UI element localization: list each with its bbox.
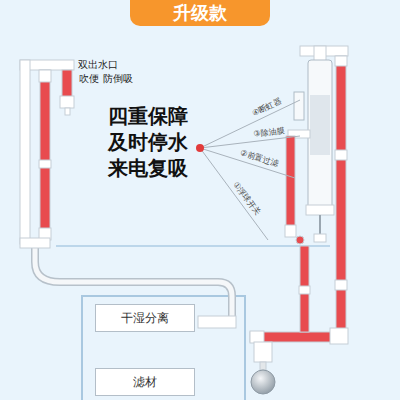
box-label: 干湿分离 [121,310,169,327]
outlet-note: 吹便 防倒吸 [78,73,133,84]
sump-elbow [198,316,236,328]
callout-leaders [196,100,300,240]
outlet-fitting [60,96,74,108]
pipe-joint [299,286,310,294]
valve-knob [296,236,304,244]
callout-label: ③除油膜 [252,127,286,140]
box-label: 滤材 [133,374,157,391]
valve-fitting [254,342,272,362]
leader-line [200,136,300,148]
pipe-joint [39,70,51,82]
headline-text: 来电复吸 [107,157,189,179]
headline-text: 四重保障 [107,105,189,127]
pipe-joint [335,56,347,66]
pump-chamber [308,60,332,210]
sump-outline [82,296,245,400]
pipe-joint [39,160,51,168]
outlet-note: 双出水口 [77,59,119,70]
outlet-nozzle [65,108,70,115]
red-pipe [336,56,346,336]
tank-outline [56,246,330,247]
leader-line [200,148,295,178]
pump-core [310,95,330,155]
red-pipe [300,246,309,332]
media-box: 滤材 [95,368,195,396]
red-pipe [40,70,50,238]
pipe-joint [335,150,347,160]
title-banner: 升级款 [130,0,270,26]
float-switch [314,234,326,242]
siphon-breaker [294,92,304,120]
pre-filter [285,225,296,237]
right-siphon-pipes [250,46,348,394]
white-pipe [198,316,236,328]
pump-cap [306,205,334,215]
valve-stem [260,362,266,370]
headline-text: 及时停水 [107,131,189,153]
media-box: 干湿分离 [95,304,195,332]
callout-dot [196,144,204,152]
pipe-joint [335,280,347,290]
float-ball [251,370,275,394]
leader-line [200,100,300,148]
red-pipe [62,70,72,98]
callout-label: ①浮球开关 [230,180,262,218]
float-tube [319,215,321,236]
pipe-elbow [20,238,50,248]
white-pipe [20,60,30,244]
sump-wall [82,296,245,400]
pipe-joint [250,331,264,343]
red-pipe [286,136,295,228]
left-siphon-pipes [20,60,74,248]
pipe-elbow [330,328,348,344]
tank-bottom [56,245,330,247]
